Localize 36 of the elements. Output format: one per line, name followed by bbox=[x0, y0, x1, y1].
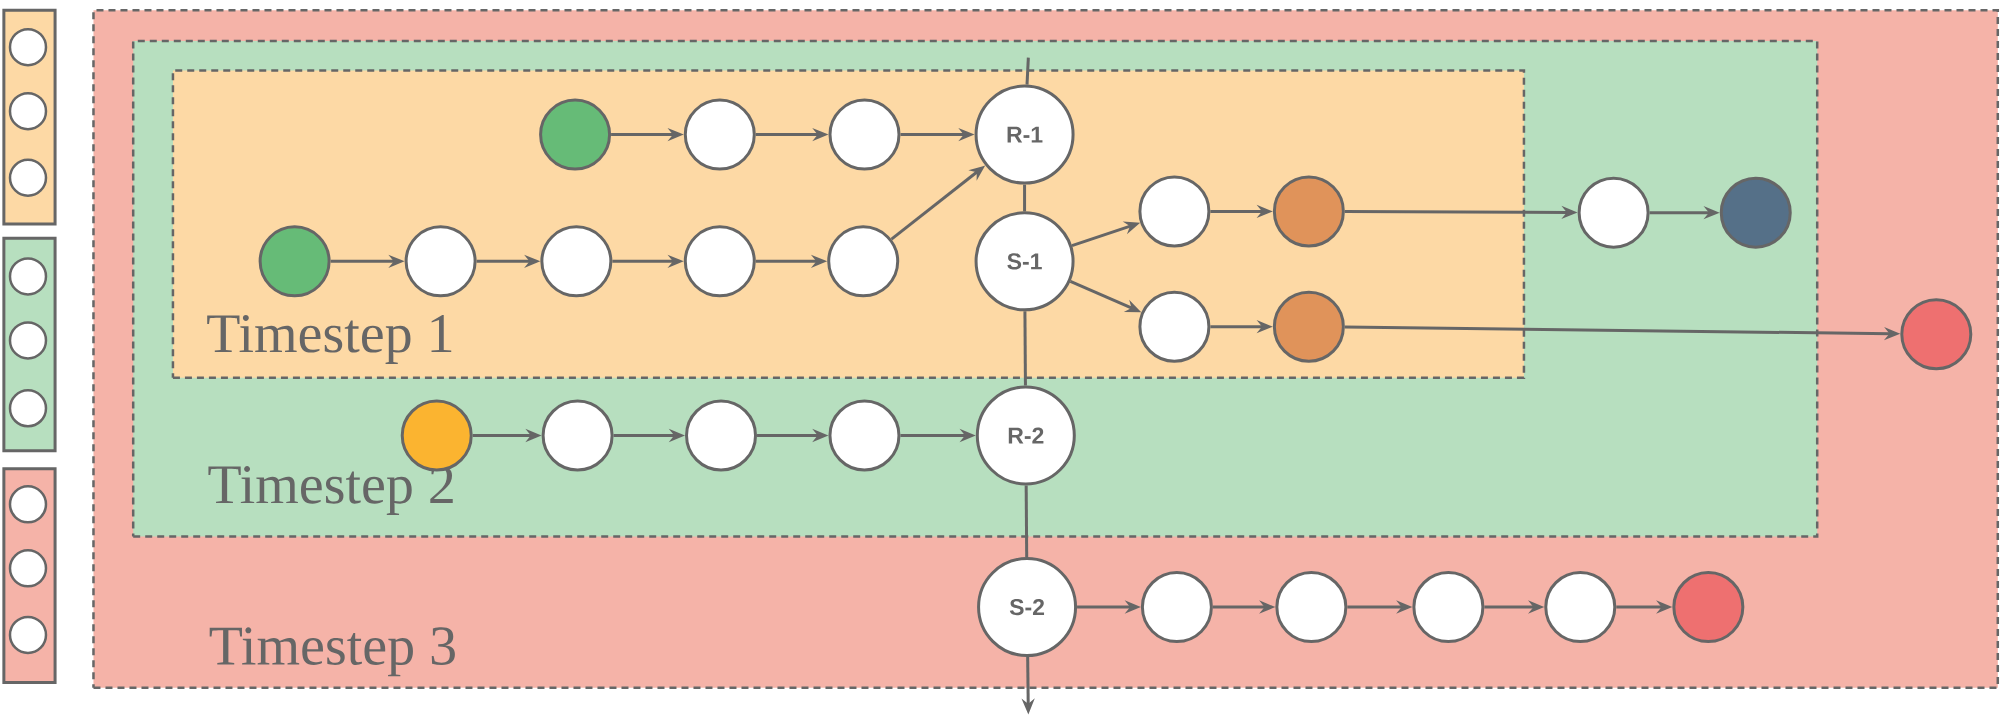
circle-node bbox=[683, 98, 756, 171]
circle-node bbox=[258, 225, 331, 298]
circle-node bbox=[828, 98, 901, 171]
circle-node bbox=[541, 399, 614, 472]
stack-circle bbox=[8, 158, 48, 197]
stack-circle bbox=[8, 27, 48, 67]
stack-circle bbox=[8, 615, 48, 655]
circle-node bbox=[1140, 571, 1213, 643]
circle-node bbox=[1577, 176, 1650, 249]
circle-node bbox=[683, 225, 756, 298]
connector-line bbox=[1024, 485, 1029, 557]
stack-circle bbox=[8, 257, 48, 296]
circle-node bbox=[1272, 290, 1345, 363]
circle-node bbox=[540, 225, 613, 298]
circle-node bbox=[1138, 175, 1211, 248]
circle-node bbox=[827, 225, 900, 298]
connector-line bbox=[1023, 184, 1027, 212]
circle-node bbox=[1900, 298, 1973, 371]
circle-node bbox=[1544, 571, 1617, 643]
stack-circle bbox=[8, 485, 48, 524]
stack-circle bbox=[8, 91, 48, 131]
circle-node bbox=[1138, 290, 1211, 363]
connector-line bbox=[1023, 311, 1027, 386]
circle-node bbox=[1672, 571, 1745, 643]
circle-node bbox=[828, 399, 901, 472]
circle-node bbox=[1719, 176, 1792, 249]
circle-node bbox=[1412, 571, 1485, 643]
circle-node bbox=[685, 399, 757, 472]
stack-circle bbox=[8, 388, 48, 428]
circle-node bbox=[404, 225, 477, 298]
circle-node bbox=[539, 98, 612, 171]
stack-circle bbox=[8, 321, 48, 360]
circle-node bbox=[1272, 175, 1345, 248]
connector-line bbox=[1025, 57, 1030, 85]
stack-circle bbox=[8, 549, 48, 588]
circle-node bbox=[1275, 571, 1348, 643]
